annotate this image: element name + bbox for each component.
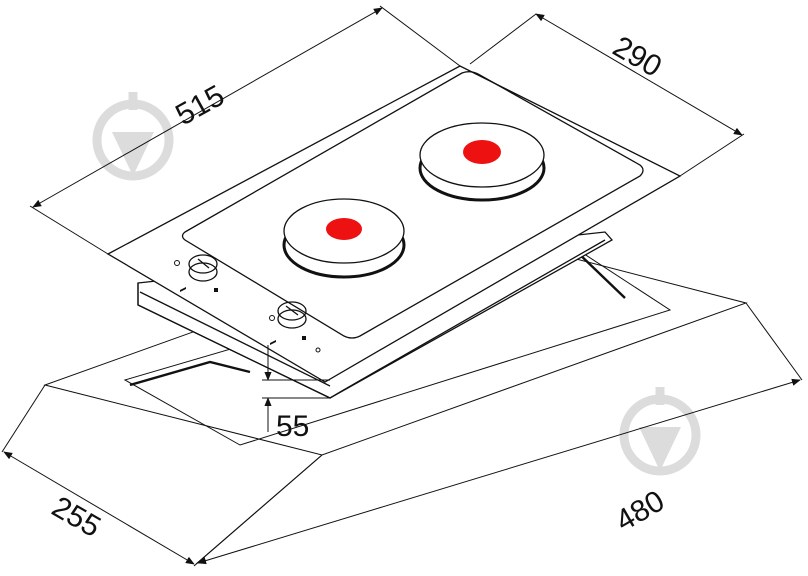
dimension-line-cutout-width: [1, 384, 323, 567]
dimension-cutout-length-label: 480: [610, 484, 670, 538]
control-knob-icon: [174, 254, 218, 292]
dimension-line-length: [29, 5, 461, 255]
control-knob-icon: [269, 301, 321, 353]
dimension-line-width: [469, 13, 745, 177]
dimension-line-cutout-length: [195, 302, 803, 565]
dimension-cutout-width-label: 255: [46, 490, 106, 544]
hotspot: [326, 218, 362, 240]
watermark-pin-icon: [92, 92, 174, 181]
hotspot: [463, 140, 501, 164]
hot-plate-front: [282, 198, 406, 279]
watermark-pin-icon: [619, 387, 701, 476]
dimension-width-label: 290: [607, 30, 667, 84]
dimension-depth-label: 55: [276, 410, 309, 443]
hot-plate-rear: [418, 122, 546, 202]
